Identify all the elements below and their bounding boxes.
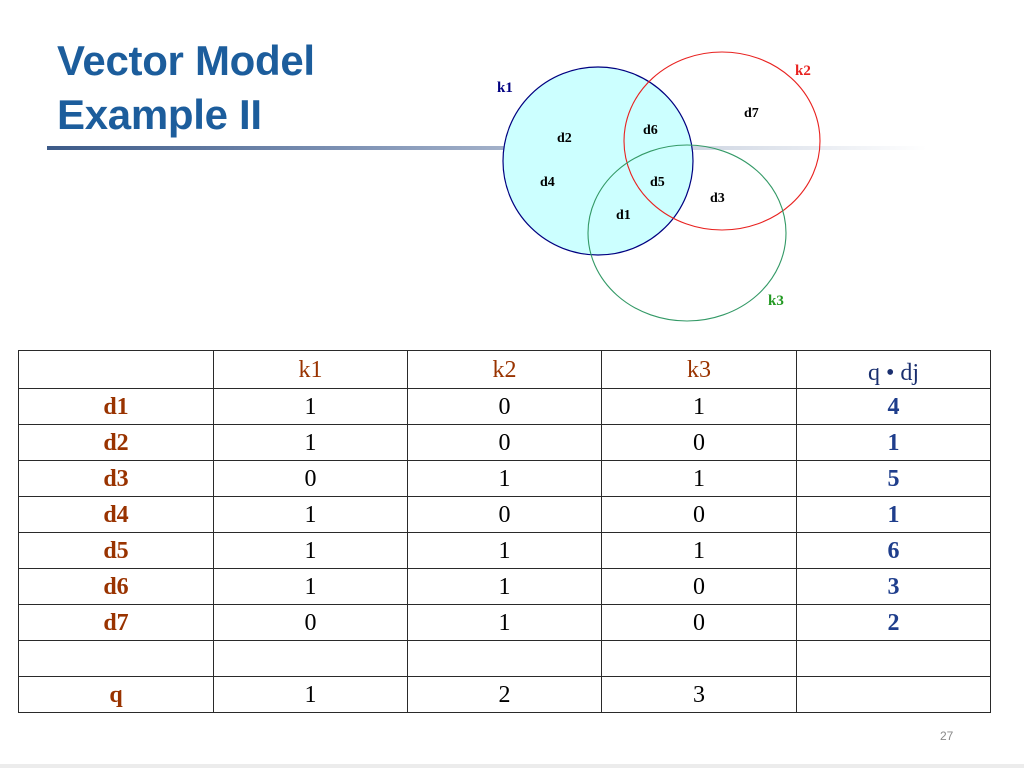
table-row: d1 1 0 1 4 [18,388,991,425]
title-underline [47,146,927,150]
table-row: d6 1 1 0 3 [18,568,991,605]
bottom-divider [0,764,1024,768]
set-k3-label: k3 [768,293,784,309]
cell-k1: 1 [213,676,408,713]
row-label: d1 [18,388,214,425]
cell-k3: 1 [601,532,797,569]
cell-score: 3 [796,568,991,605]
doc-label-d4: d4 [540,175,555,190]
term-weight-table: k1 k2 k3 q • dj d1 1 0 1 4 d2 1 0 0 1 d3… [18,350,991,713]
cell-k3: 0 [601,568,797,605]
cell-k2: 1 [407,460,602,497]
cell-k3: 1 [601,388,797,425]
header-k3: k3 [601,350,797,389]
slide-title: Vector Model Example II [57,34,315,142]
cell-score: 2 [796,604,991,641]
cell-score: 5 [796,460,991,497]
cell-k1: 0 [213,604,408,641]
cell-k2: 1 [407,568,602,605]
header-k2: k2 [407,350,602,389]
cell-k3 [601,640,797,677]
page-number: 27 [940,729,954,743]
set-k2-label: k2 [795,63,811,79]
header-score: q • dj [796,350,991,389]
row-label: d2 [18,424,214,461]
cell-k2: 0 [407,424,602,461]
row-label: d7 [18,604,214,641]
cell-k1: 1 [213,496,408,533]
doc-label-d5: d5 [650,175,665,190]
cell-score [796,640,991,677]
cell-k3: 0 [601,604,797,641]
cell-k2: 0 [407,388,602,425]
cell-k1 [213,640,408,677]
cell-k1: 1 [213,388,408,425]
header-corner-cell [18,350,214,389]
cell-k3: 0 [601,496,797,533]
doc-label-d1: d1 [616,208,631,223]
doc-label-d6: d6 [643,123,658,138]
table-row-query: q 1 2 3 [18,676,991,713]
cell-k3: 3 [601,676,797,713]
table-row: d7 0 1 0 2 [18,604,991,641]
venn-diagram: k1 k2 k3 d2 d6 d7 d4 d5 d3 d1 [497,51,821,322]
slide-title-line-1: Vector Model [57,37,315,84]
slide-title-line-2: Example II [57,91,262,138]
cell-score: 6 [796,532,991,569]
cell-score: 1 [796,424,991,461]
set-k1-label: k1 [497,80,513,96]
cell-k3: 0 [601,424,797,461]
cell-score: 4 [796,388,991,425]
cell-k1: 1 [213,568,408,605]
table-row-empty [18,640,991,677]
table-row: d4 1 0 0 1 [18,496,991,533]
cell-k3: 1 [601,460,797,497]
table-header-row: k1 k2 k3 q • dj [18,350,991,389]
doc-label-d7: d7 [744,106,759,121]
table-row: d3 0 1 1 5 [18,460,991,497]
cell-k2 [407,640,602,677]
set-k3-circle [587,144,787,322]
row-label: q [18,676,214,713]
row-label: d3 [18,460,214,497]
doc-label-d2: d2 [557,131,572,146]
row-label [18,640,214,677]
cell-score: 1 [796,496,991,533]
row-label: d6 [18,568,214,605]
set-k2-circle [623,51,821,231]
table-row: d2 1 0 0 1 [18,424,991,461]
cell-k2: 1 [407,532,602,569]
header-k1: k1 [213,350,408,389]
set-k1-circle [502,66,694,256]
cell-k2: 1 [407,604,602,641]
cell-k1: 0 [213,460,408,497]
cell-score [796,676,991,713]
table-row: d5 1 1 1 6 [18,532,991,569]
row-label: d5 [18,532,214,569]
cell-k2: 2 [407,676,602,713]
cell-k1: 1 [213,532,408,569]
doc-label-d3: d3 [710,191,725,206]
cell-k2: 0 [407,496,602,533]
row-label: d4 [18,496,214,533]
cell-k1: 1 [213,424,408,461]
